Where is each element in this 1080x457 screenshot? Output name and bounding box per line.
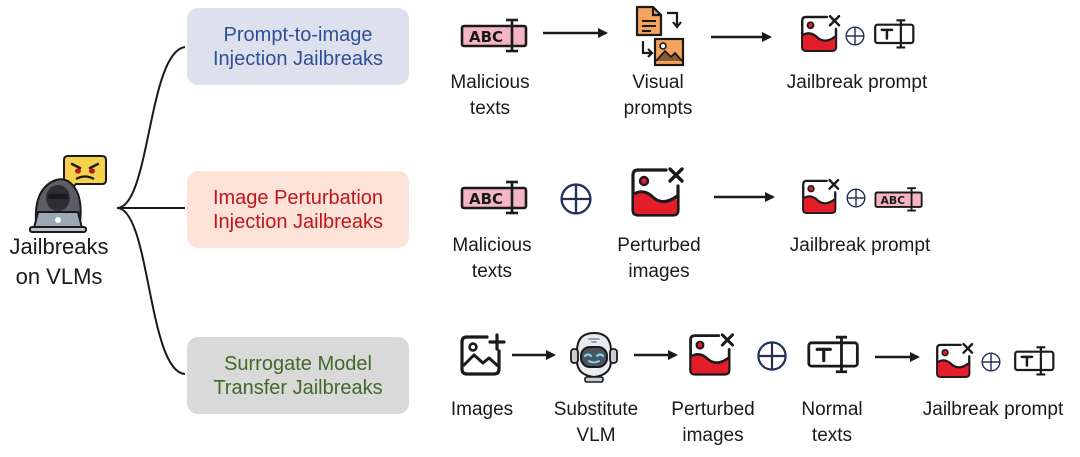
category-image-perturbation: Image Perturbation Injection Jailbreaks [187, 171, 409, 248]
oplus-icon [980, 351, 1002, 373]
category-title-line2: Injection Jailbreaks [212, 210, 384, 233]
text-box-icon [806, 334, 862, 374]
category-surrogate-model: Surrogate Model Transfer Jailbreaks [187, 337, 409, 414]
category-title-line1: Surrogate Model [224, 352, 372, 375]
perturbed-image-icon [630, 166, 686, 218]
item-label: Jailbreak prompt [922, 399, 1064, 420]
perturbed-image-icon [935, 342, 975, 379]
root-label-line2: on VLMs [15, 264, 103, 289]
malicious-text-icon [460, 17, 532, 53]
category-title-line2: Transfer Jailbreaks [213, 376, 383, 399]
perturbed-image-icon [800, 14, 842, 53]
visual-prompt-icon [635, 5, 685, 67]
malicious-text-icon [460, 179, 532, 215]
hacker-icon [29, 155, 107, 233]
root-label: Jailbreaks on VLMs [0, 232, 118, 292]
malicious-text-icon [874, 186, 926, 212]
item-label: Jailbreak prompt [789, 235, 931, 256]
perturbed-image-icon [801, 178, 841, 215]
category-title-line2: Injection Jailbreaks [212, 47, 384, 70]
category-title-line1: Prompt-to-image [223, 23, 373, 46]
oplus-icon [844, 25, 866, 47]
root-label-line1: Jailbreaks [9, 234, 109, 259]
category-prompt-to-image: Prompt-to-image Injection Jailbreaks [187, 8, 409, 85]
robot-icon [570, 331, 618, 383]
oplus-icon [755, 339, 789, 373]
text-box-icon [873, 18, 917, 49]
item-label: Images [450, 399, 514, 420]
oplus-icon [558, 181, 594, 217]
perturbed-image-icon [688, 332, 736, 377]
text-box-icon [1013, 345, 1057, 376]
oplus-icon [845, 187, 867, 209]
add-image-icon [460, 333, 506, 376]
category-title-line1: Image Perturbation [212, 186, 384, 209]
item-label: Jailbreak prompt [786, 72, 928, 93]
